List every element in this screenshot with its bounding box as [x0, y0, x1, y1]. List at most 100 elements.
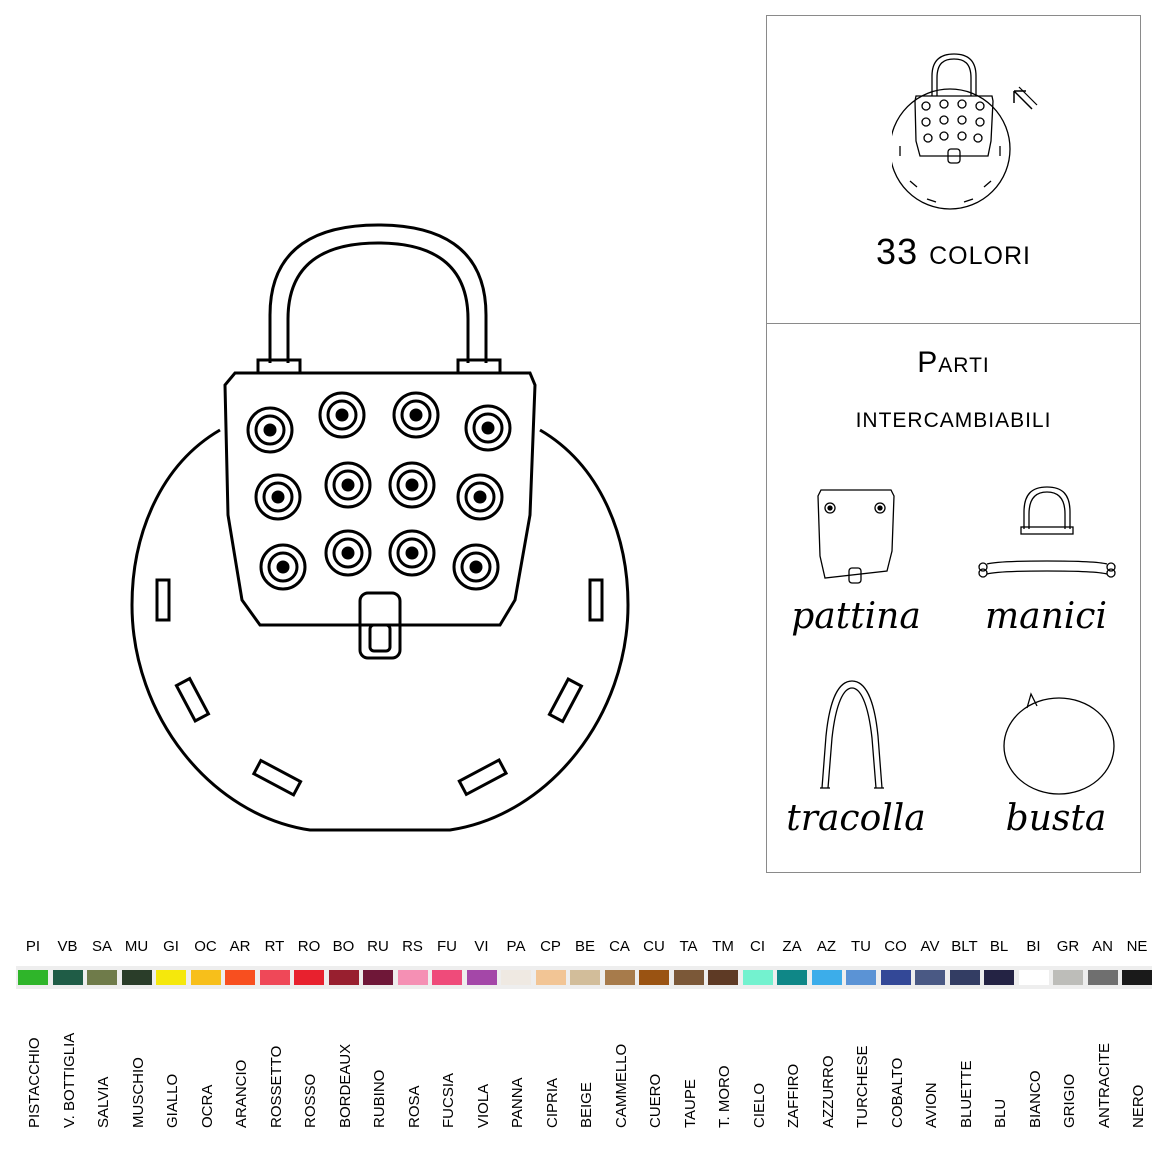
- panel-divider: [767, 323, 1140, 324]
- color-swatch[interactable]: [949, 970, 980, 985]
- swatch-code: OC: [194, 938, 217, 955]
- color-swatch[interactable]: [535, 970, 566, 985]
- swatch-code: BL: [989, 938, 1009, 955]
- color-swatch[interactable]: [639, 970, 669, 985]
- stud-inner: [332, 537, 364, 569]
- color-swatch[interactable]: [673, 970, 704, 985]
- color-swatch[interactable]: [1087, 970, 1118, 985]
- swatch-code: CO: [884, 938, 907, 955]
- color-swatch[interactable]: [1018, 970, 1049, 985]
- color-swatch-column[interactable]: BL BLU: [982, 938, 1016, 1158]
- swatch-name: AVION: [923, 1082, 940, 1128]
- color-swatch[interactable]: [18, 970, 48, 985]
- swatch-code: AR: [229, 938, 251, 955]
- stud-outer: [388, 461, 436, 509]
- color-swatch[interactable]: [190, 970, 221, 985]
- color-swatch[interactable]: [328, 970, 359, 985]
- color-swatch[interactable]: [432, 970, 462, 985]
- swatch-code: GR: [1056, 938, 1080, 955]
- color-swatch[interactable]: [570, 970, 600, 985]
- color-swatch-column[interactable]: PI PISTACCHIO: [16, 938, 50, 1158]
- part-label-manici: manici: [985, 596, 1107, 637]
- swatch-code: VI: [474, 938, 489, 955]
- color-swatch[interactable]: [880, 970, 911, 985]
- stud-outer: [388, 529, 436, 577]
- color-swatch[interactable]: [87, 970, 117, 985]
- color-swatch[interactable]: [259, 970, 290, 985]
- color-swatch[interactable]: [225, 970, 255, 985]
- stud-inner: [254, 414, 286, 446]
- color-swatch[interactable]: [915, 970, 945, 985]
- swatch-name: ZAFFIRO: [785, 1063, 802, 1128]
- swatch-code: MU: [124, 938, 149, 955]
- stud-inner: [396, 537, 428, 569]
- swatch-name: PISTACCHIO: [26, 1037, 43, 1128]
- color-swatch[interactable]: [294, 970, 324, 985]
- swatch-name: ANTRACITE: [1095, 1042, 1113, 1128]
- swatch-code: CI: [750, 938, 765, 955]
- swatch-name: GRIGIO: [1061, 1073, 1078, 1128]
- color-swatch[interactable]: [742, 970, 773, 985]
- color-swatch[interactable]: [811, 970, 842, 985]
- color-swatch-column[interactable]: GR GRIGIO: [1051, 938, 1085, 1158]
- swatch-name: CAMMELLO: [612, 1043, 630, 1128]
- color-swatch[interactable]: [156, 970, 186, 985]
- color-swatch[interactable]: [984, 970, 1014, 985]
- stud-center: [335, 408, 349, 422]
- color-swatch[interactable]: [363, 970, 393, 985]
- swatch-name: RUBINO: [371, 1069, 388, 1128]
- part-label-tracolla: tracolla: [786, 798, 926, 839]
- swatch-code: PA: [506, 938, 526, 955]
- info-panel: 33 colori Parti intercambiabili pattina …: [766, 15, 1141, 873]
- flap-icon: [817, 489, 895, 584]
- color-swatch[interactable]: [121, 970, 152, 985]
- color-swatch[interactable]: [708, 970, 738, 985]
- swatch-code: PI: [25, 938, 41, 955]
- swatch-name: ROSSETTO: [267, 1045, 285, 1128]
- color-swatch[interactable]: [777, 970, 807, 985]
- color-swatch[interactable]: [846, 970, 876, 985]
- color-swatch[interactable]: [466, 970, 497, 985]
- color-swatch[interactable]: [604, 970, 635, 985]
- swatch-name: NERO: [1130, 1084, 1147, 1128]
- swatch-name: BEIGE: [578, 1082, 595, 1128]
- color-swatch[interactable]: [397, 970, 428, 985]
- color-swatch[interactable]: [501, 970, 531, 985]
- swatch-name: BLU: [992, 1098, 1009, 1128]
- shoulder-strap-icon: [820, 680, 884, 789]
- color-swatch[interactable]: [52, 970, 83, 985]
- color-swatch[interactable]: [1053, 970, 1083, 985]
- stud-outer: [254, 473, 302, 521]
- color-swatch[interactable]: [1122, 970, 1152, 985]
